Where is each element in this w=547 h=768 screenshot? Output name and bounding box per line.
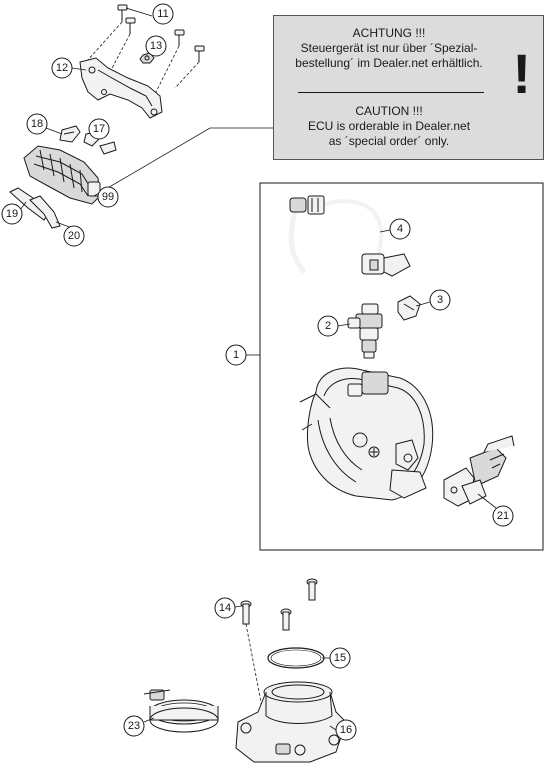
mounting-bracket [79,57,163,119]
svg-text:18: 18 [31,118,43,130]
ecu-clip-18 [59,125,81,143]
bolt-assembly-line [151,45,180,101]
screw-assembly-line [245,623,267,729]
notice-english: CAUTION !!! ECU is orderable in Dealer.n… [274,104,504,149]
hose-connector-left [289,195,325,215]
throttle-assembly-frame [259,182,544,551]
callout-21: 21 [477,493,514,527]
callout-14: 14 [214,597,243,619]
callout-17: 17 [88,118,110,140]
bolt-assembly-line [174,61,200,89]
callout-16: 16 [329,719,357,741]
sensor-hose [288,195,411,277]
bracket-bolt-lower [194,45,205,62]
callout-3: 3 [415,289,451,311]
bracket-bolt-middle [125,17,136,34]
intake-screw-left [240,600,252,625]
svg-text:1: 1 [233,349,239,361]
callout-4: 4 [379,218,411,240]
intake-screw-right [306,578,318,601]
notice-english-heading: CAUTION !!! [355,104,423,118]
svg-text:20: 20 [68,230,80,242]
notice-german-line: Steuergerät ist nur über ´Spezial- [300,41,478,55]
svg-text:16: 16 [340,724,352,736]
bracket-bolt-top [117,4,128,22]
svg-text:17: 17 [93,123,105,135]
warning-exclamation-icon: ! [512,42,531,105]
callout-12: 12 [51,57,87,79]
intake-manifold [235,681,347,763]
svg-text:11: 11 [157,8,168,20]
bolt-assembly-line [85,21,123,63]
hose-clamp [143,689,219,733]
svg-text:13: 13 [150,40,162,52]
notice-german-line: bestellung´ im Dealer.net erhältlich. [295,56,483,70]
bracket-bolt-right [174,29,185,46]
callout-15: 15 [322,647,351,669]
ecu-unit [23,145,101,205]
map-sensor [443,435,515,507]
callout-99: 99 [97,186,119,208]
callout-1: 1 [225,344,247,366]
svg-text:19: 19 [6,208,18,220]
callout-18: 18 [26,113,63,135]
svg-text:15: 15 [334,652,346,664]
ecu-strap-20 [29,195,61,229]
intake-screw-middle [280,608,292,631]
injector-clip [397,295,421,321]
notice-leader-line [93,127,273,197]
callout-20: 20 [55,221,85,247]
notice-german-heading: ACHTUNG !!! [352,26,426,40]
svg-text:4: 4 [397,223,403,235]
hose-sensor-block [361,253,411,277]
notice-german: ACHTUNG !!! Steuergerät ist nur über ´Sp… [274,26,504,71]
mounting-bracket-group [79,4,205,119]
notice-english-line: ECU is orderable in Dealer.net [307,119,471,133]
svg-text:3: 3 [437,294,443,306]
callout-2: 2 [317,315,351,337]
callout-19: 19 [1,201,27,225]
o-ring [267,647,325,669]
svg-text:23: 23 [128,720,140,732]
notice-divider [298,92,484,93]
svg-text:21: 21 [497,510,509,522]
svg-text:2: 2 [325,320,331,332]
notice-english-line: as ´special order´ only. [328,134,450,148]
fuel-injector [347,303,383,359]
svg-text:99: 99 [102,191,114,203]
svg-text:12: 12 [56,62,68,74]
throttle-body [299,367,434,501]
ecu-order-notice: ACHTUNG !!! Steuergerät ist nur über ´Sp… [273,15,544,160]
ecu-group [9,125,117,229]
bolt-assembly-line [109,33,131,73]
svg-text:14: 14 [219,602,231,614]
callout-23: 23 [123,715,155,737]
callout-11: 11 [125,3,174,25]
callout-13: 13 [145,35,167,57]
